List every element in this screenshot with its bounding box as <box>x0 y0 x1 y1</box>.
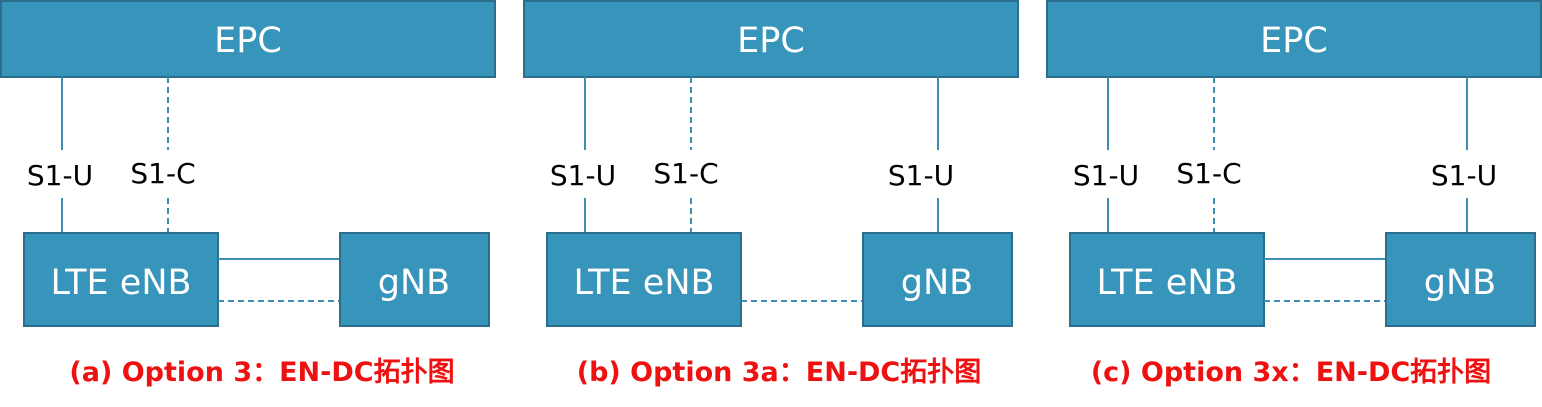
gnb-s1-u-label: S1-U <box>888 159 954 192</box>
gnb-label: gNB <box>901 263 973 303</box>
caption: (b) Option 3a：EN-DC拓扑图 <box>577 357 982 388</box>
epc-label: EPC <box>214 21 282 61</box>
s1-c-label: S1-C <box>130 157 195 190</box>
gnb-label: gNB <box>378 263 450 303</box>
lte-enb-box <box>1069 232 1265 327</box>
gnb-box <box>1385 232 1536 327</box>
gnb-box <box>862 232 1013 327</box>
s1-u-label: S1-U <box>550 159 616 192</box>
epc-label: EPC <box>1260 21 1328 61</box>
s1-u-label: S1-U <box>1073 159 1139 192</box>
gnb-s1-u-label: S1-U <box>1431 159 1497 192</box>
s1-u-label: S1-U <box>27 159 93 192</box>
epc-box <box>0 0 496 78</box>
lte-enb-box <box>546 232 742 327</box>
panel-option-3x: EPC S1-U S1-C S1-U LTE eNB gNB (c) Optio… <box>1046 0 1542 388</box>
lte-enb-label: LTE eNB <box>1096 263 1237 303</box>
caption: (c) Option 3x：EN-DC拓扑图 <box>1091 357 1491 388</box>
lte-enb-box <box>23 232 219 327</box>
panel-option-3a: EPC S1-U S1-C S1-U LTE eNB gNB (b) Optio… <box>523 0 1019 388</box>
s1-c-label: S1-C <box>653 157 718 190</box>
gnb-box <box>339 232 490 327</box>
caption: (a) Option 3：EN-DC拓扑图 <box>69 357 454 388</box>
epc-box <box>1046 0 1542 78</box>
gnb-label: gNB <box>1424 263 1496 303</box>
lte-enb-label: LTE eNB <box>573 263 714 303</box>
epc-box <box>523 0 1019 78</box>
lte-enb-label: LTE eNB <box>50 263 191 303</box>
s1-c-label: S1-C <box>1176 157 1241 190</box>
epc-label: EPC <box>737 21 805 61</box>
panel-option-3: EPC S1-U S1-C LTE eNB gNB (a) Option 3：E… <box>0 0 496 388</box>
